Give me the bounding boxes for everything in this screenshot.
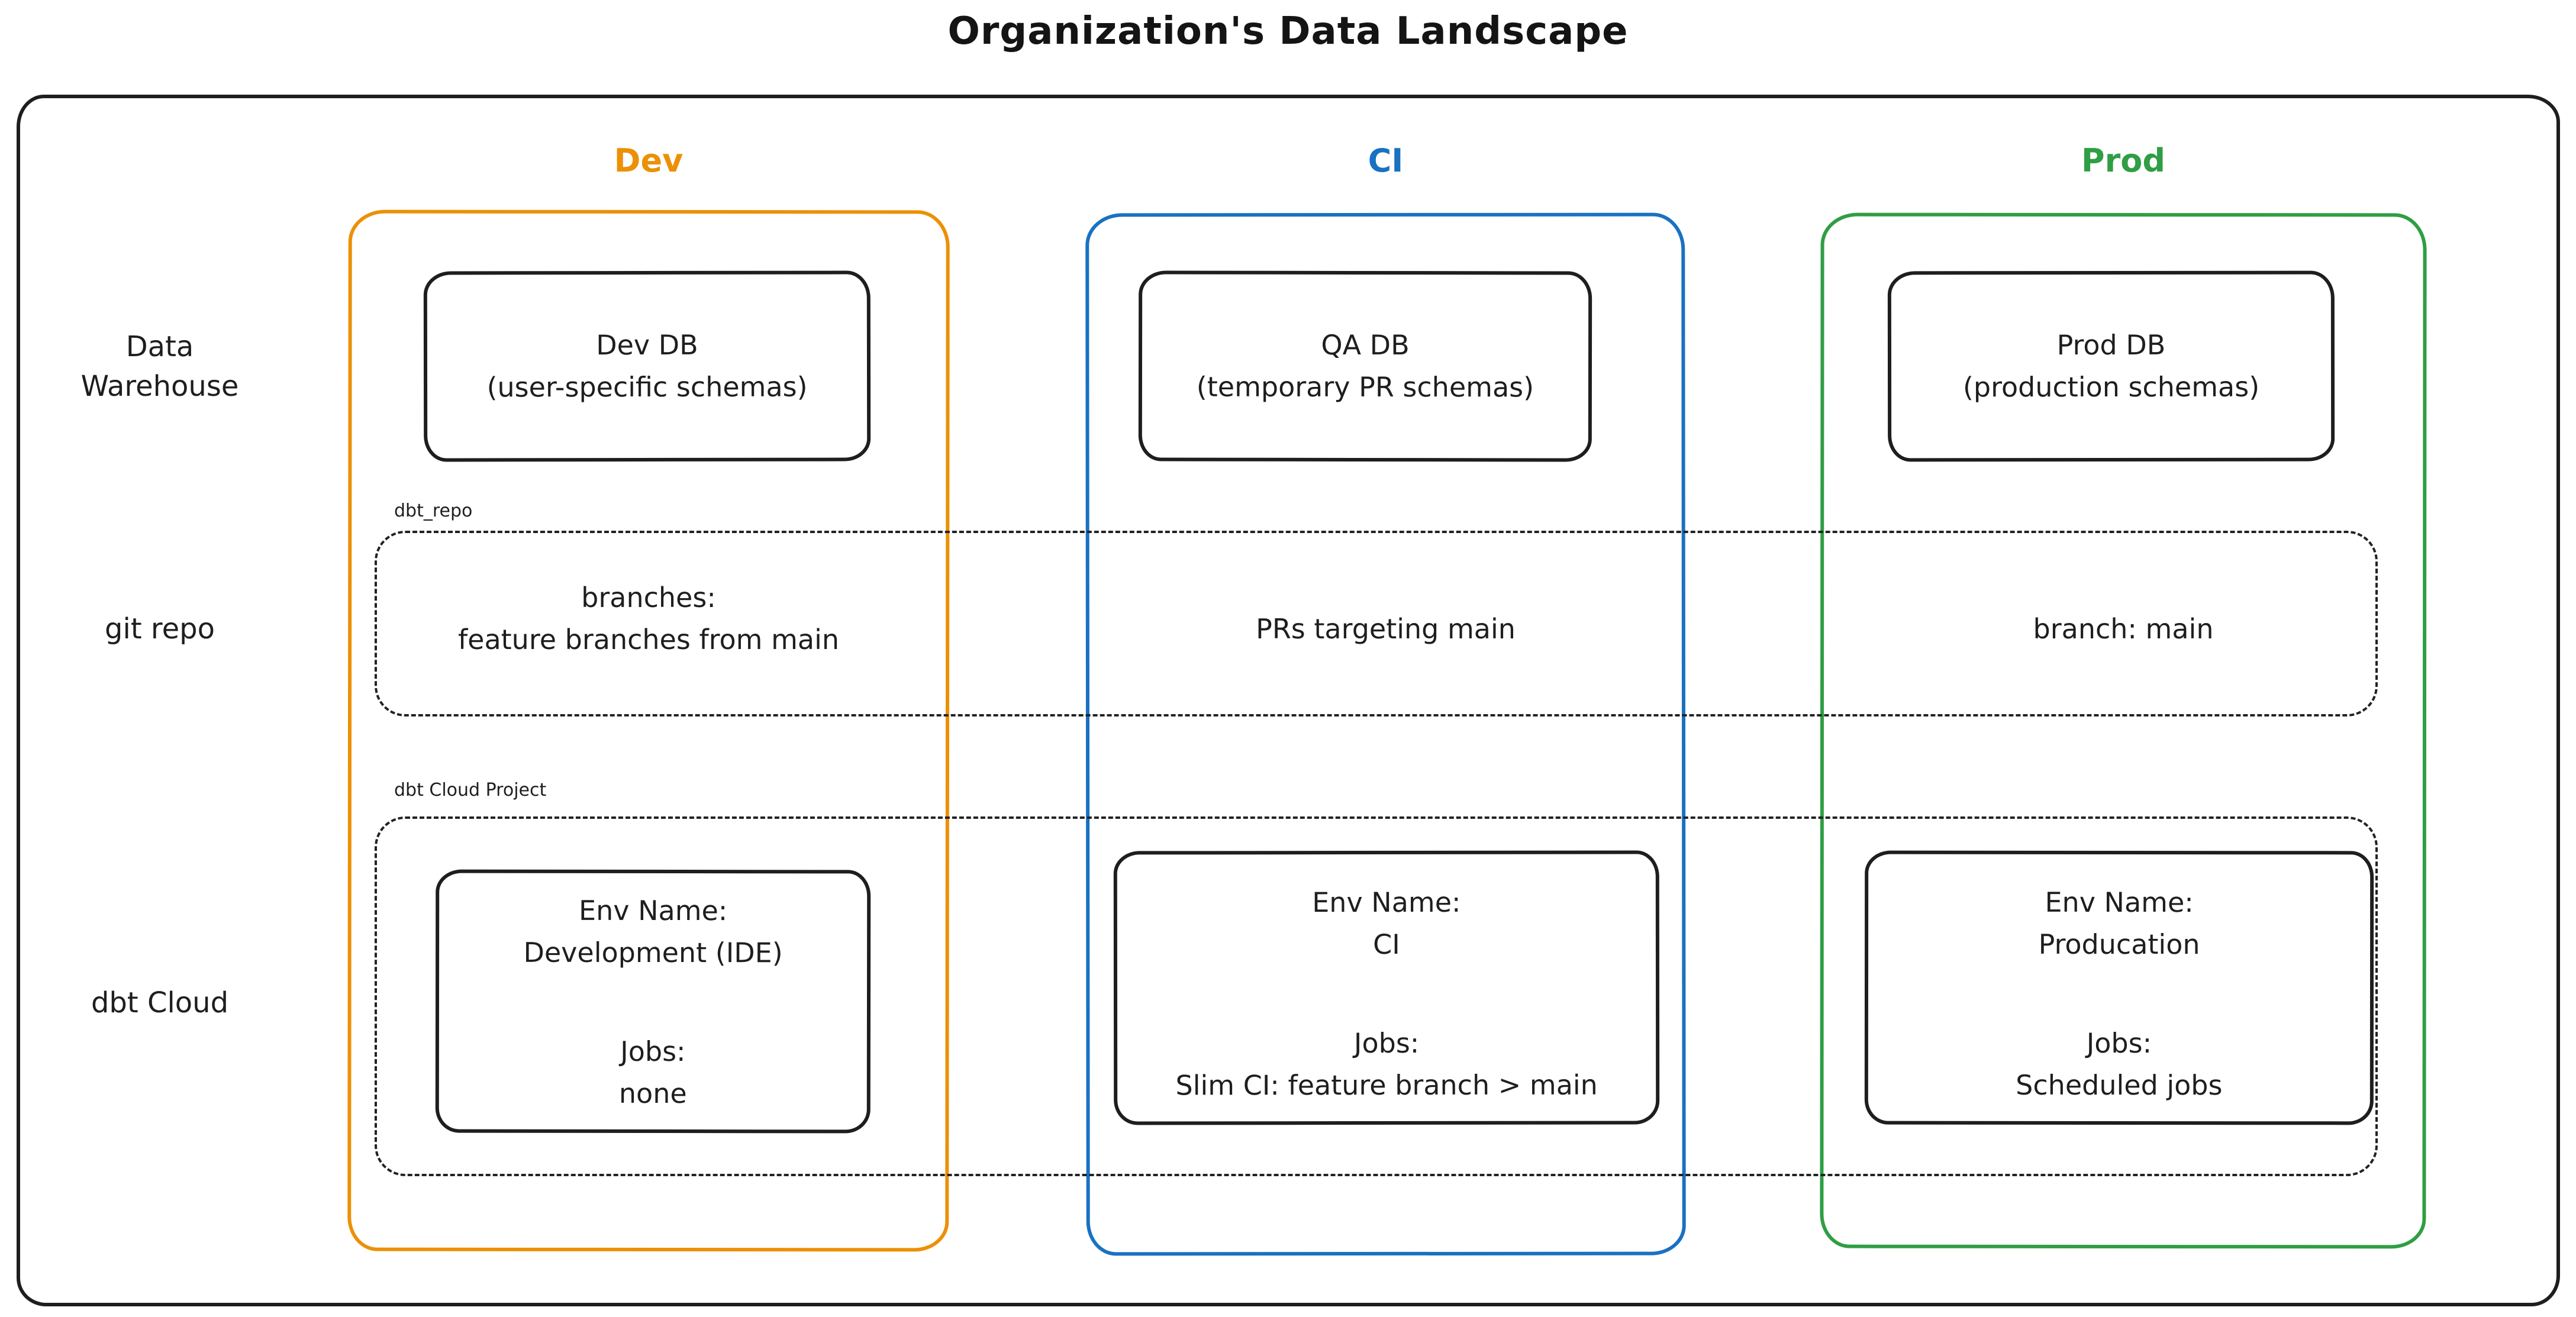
dbt-cloud-project-label: dbt Cloud Project [394,780,547,800]
git-ci-prs-text: PRs targeting main [1256,613,1516,645]
column-header-prod: Prod [2081,142,2165,179]
prod-environment-box: Env Name: Producation Jobs: Scheduled jo… [1864,850,2374,1125]
dbt-cloud-dashed-region [375,816,2378,1176]
row-label-git-repo: git repo [105,612,215,645]
ci-env-jobs: Jobs: Slim CI: feature branch > main [1175,1027,1598,1102]
dev-env-jobs: Jobs: none [618,1035,687,1109]
dbt-repo-label: dbt_repo [394,501,473,521]
dev-env-name: Env Name: Development (IDE) [523,894,783,969]
git-prod-branch-text: branch: main [2033,613,2214,645]
column-header-dev: Dev [614,142,684,179]
prod-env-jobs: Jobs: Scheduled jobs [2016,1027,2223,1102]
prod-db-box: Prod DB (production schemas) [1887,270,2335,462]
ci-environment-box: Env Name: CI Jobs: Slim CI: feature bran… [1113,850,1660,1125]
git-dev-branches-text: branches: feature branches from main [457,582,840,656]
outer-container [17,95,2560,1306]
dev-environment-box: Env Name: Development (IDE) Jobs: none [435,869,871,1134]
row-label-dbt-cloud: dbt Cloud [91,986,229,1019]
qa-db-box: QA DB (temporary PR schemas) [1138,270,1592,462]
git-repo-dashed-region [375,531,2378,716]
dev-db-box: Dev DB (user-specific schemas) [423,270,871,462]
diagram-title: Organization's Data Landscape [947,9,1629,53]
row-label-data-warehouse: Data Warehouse [80,330,239,404]
prod-env-name: Env Name: Producation [2038,886,2200,961]
column-header-ci: CI [1368,142,1404,179]
ci-env-name: Env Name: CI [1312,886,1461,961]
